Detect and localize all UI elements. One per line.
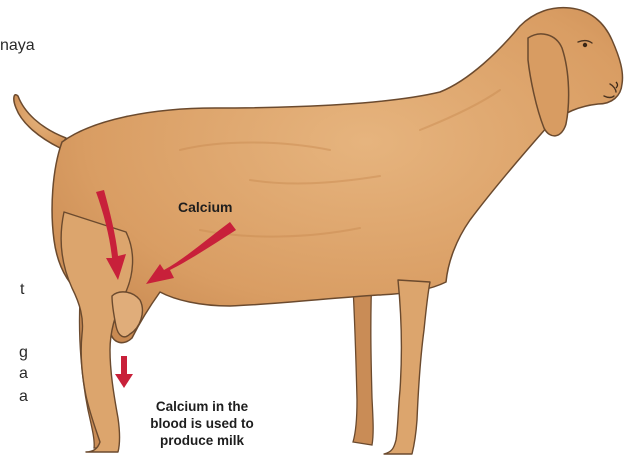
text-fragment-3: a (19, 366, 28, 382)
arrow-down-milk (115, 356, 133, 388)
milk-caption-line-1: Calcium in the (122, 398, 282, 415)
milk-caption-line-2: blood is used to (122, 415, 282, 432)
text-fragment-4: a (19, 389, 28, 405)
text-fragment-1: t (20, 282, 24, 298)
text-fragment-2: g (19, 345, 28, 361)
milk-caption-line-3: produce milk (122, 432, 282, 449)
milk-caption: Calcium in the blood is used to produce … (122, 398, 282, 449)
goat-eye (583, 43, 587, 47)
calcium-label: Calcium (178, 199, 232, 215)
text-fragment-top: naya (0, 38, 35, 54)
